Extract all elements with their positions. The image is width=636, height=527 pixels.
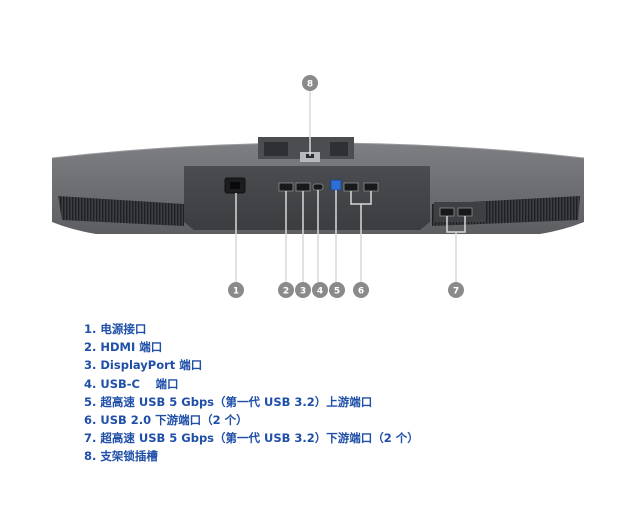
svg-text:1: 1 bbox=[233, 286, 239, 296]
usb-c-connector bbox=[312, 183, 324, 191]
svg-text:8: 8 bbox=[307, 79, 313, 89]
svg-text:2: 2 bbox=[283, 286, 289, 296]
svg-text:5: 5 bbox=[334, 286, 340, 296]
legend-item-usb2-downstream: 6. USB 2.0 下游端口（2 个） bbox=[84, 413, 248, 428]
usb-upstream-connector bbox=[330, 179, 342, 191]
callout-badge-6: 6 bbox=[353, 282, 369, 298]
displayport-connector bbox=[295, 182, 311, 192]
leader-lines bbox=[235, 90, 466, 282]
legend-item-power: 1. 电源接口 bbox=[84, 322, 147, 336]
legend-item-usb-c: 4. USB-C 端口 bbox=[84, 376, 179, 391]
usb2-connector-b bbox=[363, 182, 379, 192]
callout-badge-5: 5 bbox=[329, 282, 345, 298]
usb-downstream-connector-b bbox=[457, 207, 473, 217]
callout-badge-7: 7 bbox=[448, 282, 464, 298]
legend-item-displayport: 3. DisplayPort 端口 bbox=[84, 358, 203, 373]
usb2-connector-a bbox=[343, 182, 359, 192]
callout-badge-8: 8 bbox=[302, 75, 318, 91]
io-panel bbox=[184, 166, 430, 230]
left-vent bbox=[58, 196, 184, 226]
hdmi-connector bbox=[278, 182, 294, 192]
svg-text:6: 6 bbox=[358, 286, 364, 296]
callout-badge-4: 4 bbox=[312, 282, 328, 298]
svg-text:4: 4 bbox=[317, 286, 323, 296]
callout-badge-2: 2 bbox=[278, 282, 294, 298]
port-legend: 1. 电源接口 2. HDMI 端口 3. DisplayPort 端口 4. … bbox=[84, 320, 419, 466]
callout-badge-3: 3 bbox=[295, 282, 311, 298]
callout-badge-1: 1 bbox=[228, 282, 244, 298]
stand-mount bbox=[258, 137, 354, 159]
legend-item-stand-lock: 8. 支架锁插槽 bbox=[84, 449, 158, 464]
legend-item-usb-upstream: 5. 超高速 USB 5 Gbps（第一代 USB 3.2）上游端口 bbox=[84, 394, 373, 409]
svg-text:7: 7 bbox=[453, 286, 459, 296]
usb-downstream-connector-a bbox=[439, 207, 455, 217]
side-io-panel bbox=[434, 202, 486, 222]
legend-item-usb-downstream: 7. 超高速 USB 5 Gbps（第一代 USB 3.2）下游端口（2 个） bbox=[84, 431, 419, 446]
legend-item-hdmi: 2. HDMI 端口 bbox=[84, 340, 163, 355]
monitor-rear-diagram: 1 2 3 4 5 6 7 8 bbox=[51, 75, 585, 298]
svg-text:3: 3 bbox=[300, 286, 306, 296]
